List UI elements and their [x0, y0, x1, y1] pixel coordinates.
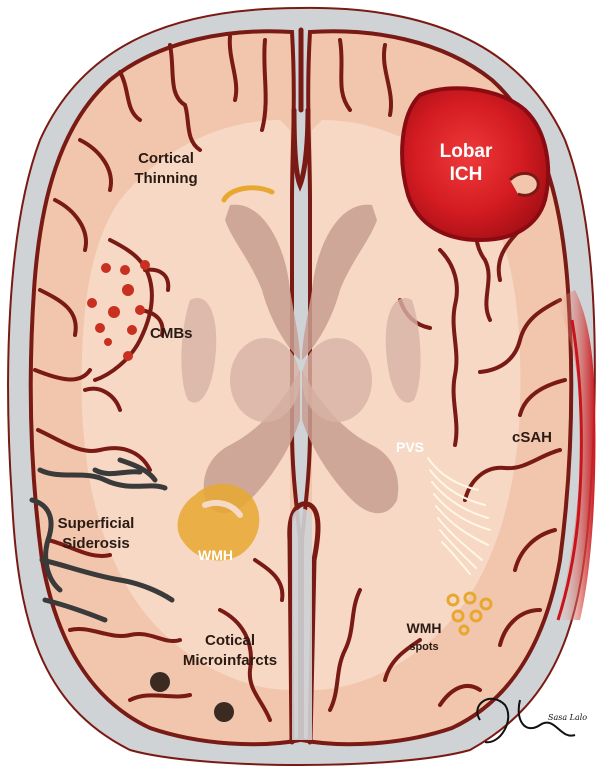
label-superficial-siderosis-line1: Superficial [58, 515, 135, 532]
label-cortical-thinning-line1: Cortical [138, 150, 194, 167]
label-cmbs: CMBs [150, 325, 193, 342]
microbleed-dot [123, 351, 133, 361]
label-pvs: PVS [396, 439, 424, 455]
label-lobar-ich-line1: Lobar [440, 141, 493, 162]
label-cotical-microinfarcts-line1: Cotical [205, 632, 255, 649]
microbleed-dot [127, 325, 137, 335]
microbleed-dot [122, 284, 134, 296]
midline-gap [292, 509, 312, 740]
microbleed-dot [135, 305, 145, 315]
microbleed-dot [101, 263, 111, 273]
microbleed-dot [140, 260, 150, 270]
label-lobar-ich-line2: ICH [450, 164, 483, 185]
label-wmh: WMH [198, 547, 233, 563]
label-csah: cSAH [512, 429, 552, 446]
microbleed-dot [108, 306, 120, 318]
microbleed-dot [104, 338, 112, 346]
microinfarct-dot [150, 672, 170, 692]
microbleed-dot [120, 265, 130, 275]
label-cortical-thinning-line2: Thinning [134, 170, 197, 187]
microbleed-dot [87, 298, 97, 308]
label-wmh-spots-line1: WMH [407, 620, 442, 636]
signature-text: Sasa Lalo [548, 713, 587, 722]
microbleed-dot [95, 323, 105, 333]
label-wmh-spots-line2: spots [409, 641, 438, 653]
label-cotical-microinfarcts-line2: Microinfarcts [183, 652, 277, 669]
label-superficial-siderosis-line2: Siderosis [62, 535, 130, 552]
microinfarct-dot [214, 702, 234, 722]
